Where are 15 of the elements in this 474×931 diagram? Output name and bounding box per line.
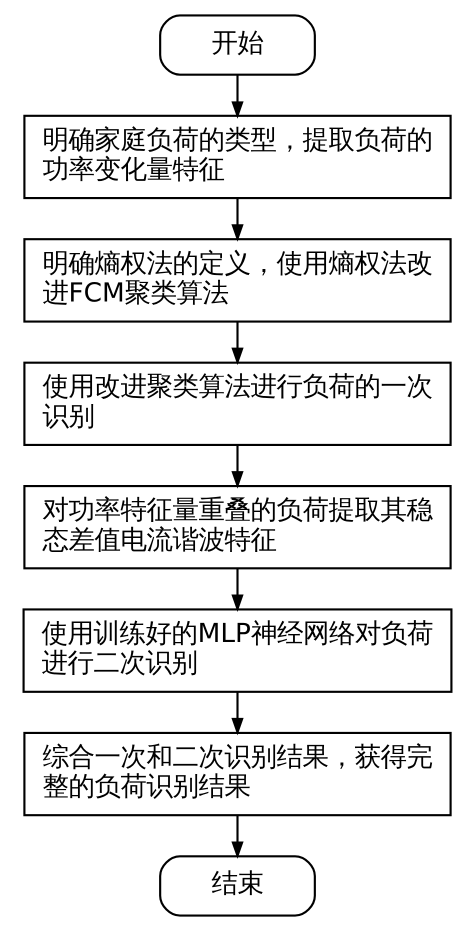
arrow xyxy=(230,445,244,489)
node-box: 使用改进聚类算法进行负荷的一次识别 xyxy=(22,362,452,446)
node-box: 明确家庭负荷的类型，提取负荷的功率变化量特征 xyxy=(22,114,452,200)
arrow xyxy=(230,322,244,366)
node-box: 明确熵权法的定义，使用熵权法改进FCM聚类算法 xyxy=(22,238,452,323)
arrow xyxy=(230,75,244,119)
arrow xyxy=(230,568,244,612)
node-box: 对功率特征量重叠的负荷提取其稳态差值电流谐波特征 xyxy=(22,485,452,570)
node-box: 使用训练好的MLP神经网络对负荷进行二次识别 xyxy=(22,608,452,693)
node-box: 开始 xyxy=(158,14,316,76)
arrow xyxy=(230,198,244,242)
node-box: 综合一次和二次识别结果，获得完整的负荷识别结果 xyxy=(22,732,452,816)
node-box: 结束 xyxy=(158,855,316,917)
arrow xyxy=(230,692,244,736)
arrow xyxy=(230,816,244,859)
